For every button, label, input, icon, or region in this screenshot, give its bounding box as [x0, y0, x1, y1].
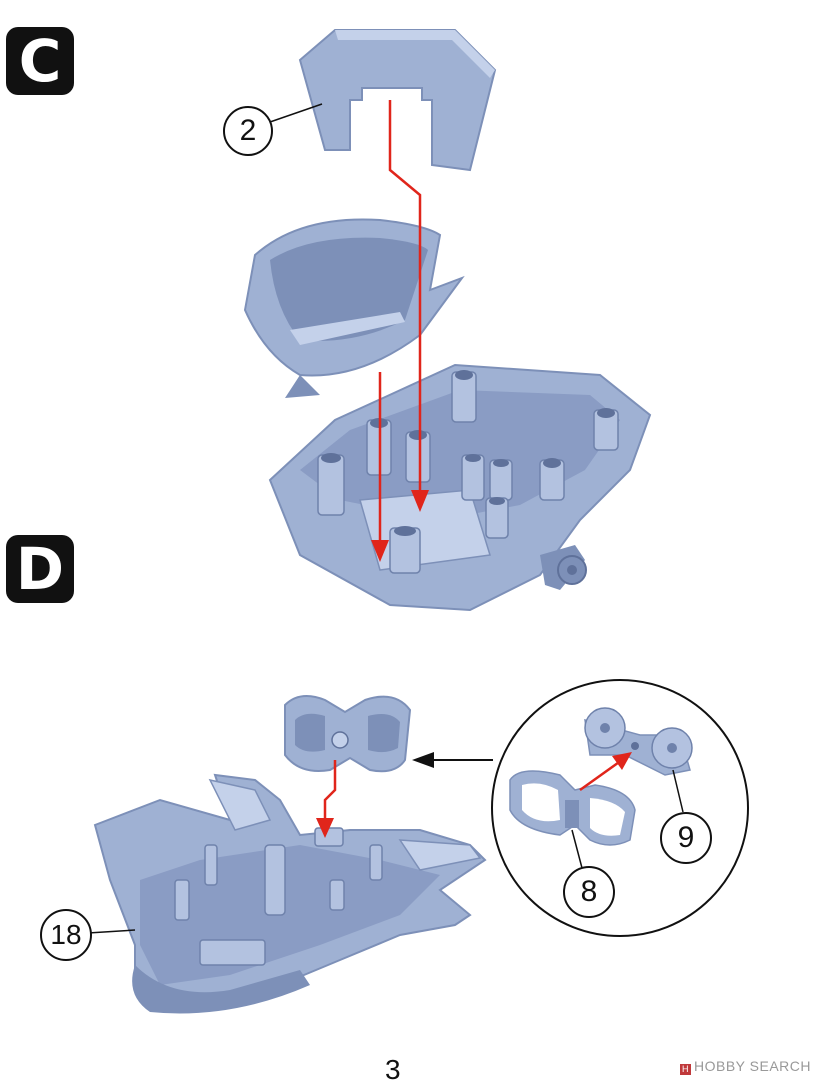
assembly-guide-arrow-d: [316, 760, 337, 838]
page-number: 3: [385, 1054, 401, 1085]
fuselage-section: [268, 363, 652, 612]
cockpit-tub: [243, 218, 465, 398]
detail-arrowhead: [612, 752, 632, 770]
step-d-badge: D: [6, 535, 74, 603]
intake-fan-assembly: [284, 695, 412, 773]
callout-part-8: 8: [563, 866, 615, 918]
watermark-logo-icon: H: [680, 1064, 691, 1075]
step-c-badge: C: [6, 27, 74, 95]
leader-line-8: [571, 829, 583, 869]
leader-line-18: [87, 929, 136, 934]
detail-circle: [412, 679, 749, 937]
detail-arrow-shaft: [579, 758, 623, 792]
part-8-goggle-frame: [509, 770, 636, 846]
part-18-lower-body: [93, 773, 487, 1014]
part-2-bulkhead: [298, 29, 497, 172]
assembly-guide-arrows-c: [378, 100, 422, 545]
leader-line-2: [269, 103, 323, 123]
leader-line-9: [672, 769, 684, 813]
part-9-fan-frame: [584, 707, 693, 776]
callout-part-18: 18: [40, 909, 92, 961]
callout-part-2: 2: [223, 106, 273, 156]
watermark-text: HOBBY SEARCH: [694, 1058, 811, 1074]
arrowheads-c: [371, 490, 429, 562]
callout-part-9: 9: [660, 812, 712, 864]
